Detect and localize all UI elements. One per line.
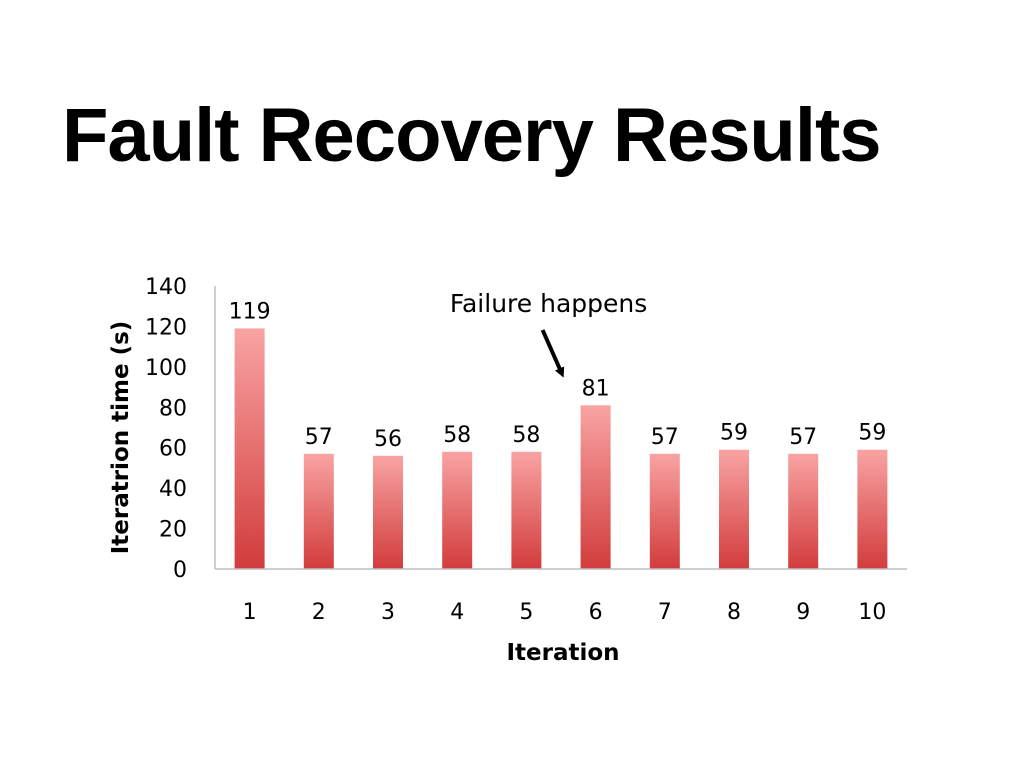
- bar-value-label: 56: [374, 427, 402, 452]
- bar: [511, 451, 542, 569]
- x-axis-title: Iteration: [506, 640, 619, 666]
- y-tick-label: 80: [159, 396, 187, 421]
- bar-value-label: 57: [651, 425, 679, 450]
- bar-value-label: 59: [858, 421, 886, 446]
- y-axis-ticks: 0 20 40 60 80 100 120 140: [145, 275, 187, 583]
- x-tick-label: 6: [589, 600, 603, 625]
- bar-value-label: 58: [512, 423, 540, 448]
- bar-value-label: 57: [789, 425, 817, 450]
- bar: [788, 453, 819, 569]
- bar: [373, 455, 403, 569]
- bar-value-label: 119: [229, 299, 271, 324]
- y-tick-label: 60: [159, 437, 187, 462]
- bar-value-label: 58: [443, 423, 471, 448]
- bar: [719, 449, 749, 569]
- y-tick-label: 120: [145, 315, 187, 340]
- bar: [234, 328, 265, 569]
- x-tick-label: 1: [243, 600, 257, 625]
- y-tick-label: 100: [145, 356, 187, 381]
- bar: [442, 451, 473, 569]
- x-tick-label: 7: [658, 600, 672, 625]
- bar: [303, 453, 334, 569]
- bar-value-label: 81: [582, 376, 610, 401]
- x-axis-ticks: 1 2 3 4 5 6 7 8 9 10: [243, 600, 887, 625]
- bar: [580, 405, 611, 569]
- y-tick-label: 20: [159, 518, 187, 543]
- bar: [649, 453, 680, 569]
- failure-annotation-text: Failure happens: [450, 289, 647, 318]
- x-tick-label: 8: [727, 600, 741, 625]
- failure-annotation-arrow-icon: [540, 329, 565, 378]
- x-tick-label: 9: [796, 600, 810, 625]
- x-tick-label: 2: [312, 600, 326, 625]
- x-tick-label: 3: [381, 600, 395, 625]
- x-tick-label: 4: [450, 600, 464, 625]
- bar-value-label: 59: [720, 421, 748, 446]
- x-tick-label: 5: [519, 600, 533, 625]
- y-axis-title: Iteratrion time (s): [108, 321, 134, 555]
- y-tick-label: 140: [145, 275, 187, 300]
- bars-group: [234, 328, 888, 569]
- y-tick-label: 40: [159, 477, 187, 502]
- bar: [857, 449, 888, 569]
- y-tick-label: 0: [173, 558, 187, 583]
- data-labels-group: 119 57 56 58 58 81 57 59 57 59: [229, 299, 887, 451]
- bar-value-label: 57: [305, 425, 333, 450]
- x-tick-label: 10: [858, 600, 886, 625]
- slide-title: Fault Recovery Results: [62, 93, 882, 178]
